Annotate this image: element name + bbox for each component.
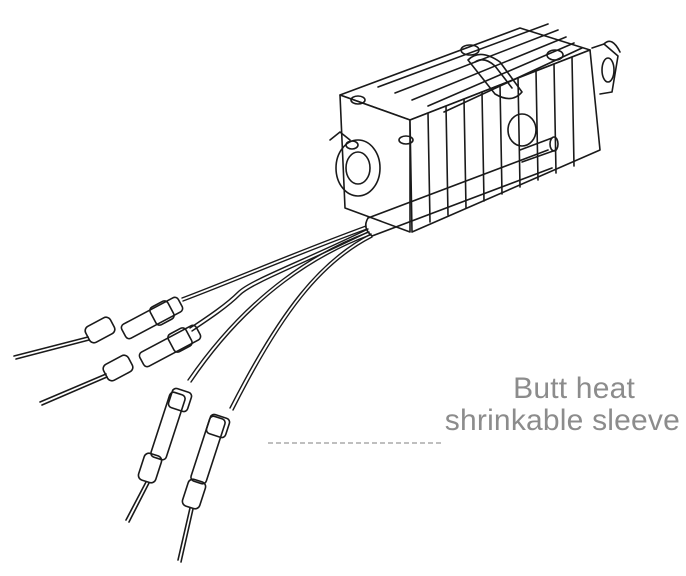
butt-connector-1 xyxy=(13,296,184,360)
annotation-label-line-1: Butt heat xyxy=(513,372,635,405)
butt-connector-2 xyxy=(39,324,202,406)
hotend-module xyxy=(329,23,621,233)
butt-connector-4 xyxy=(177,413,231,563)
wire-bundle xyxy=(181,225,373,411)
annotation-label-line-2: shrinkable sleeve xyxy=(444,404,680,437)
butt-connector-3 xyxy=(125,387,193,523)
